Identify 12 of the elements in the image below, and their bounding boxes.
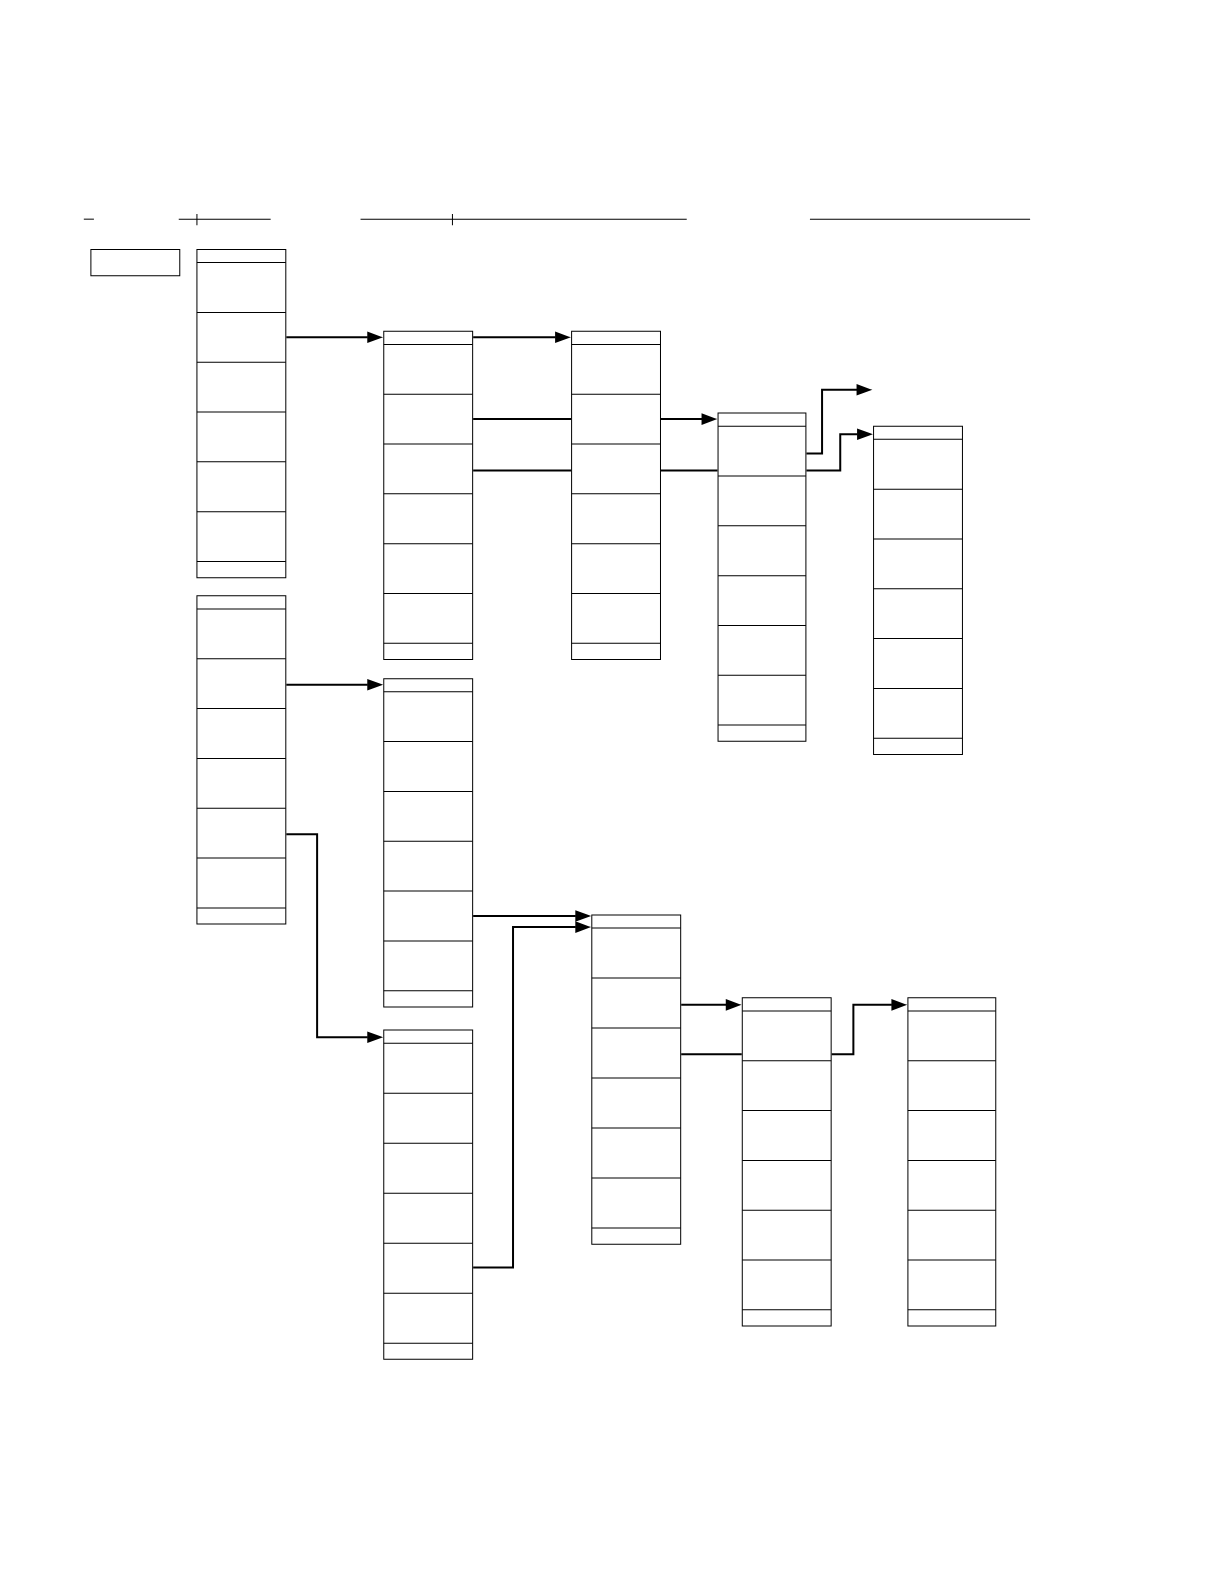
table-box [873,425,963,755]
table-box [717,412,807,742]
table-box [741,997,832,1327]
table-box [196,248,287,579]
table-box [383,330,474,660]
table-box [383,678,474,1008]
table-box [907,997,997,1327]
table-box [383,1029,474,1360]
table-box [196,595,287,925]
table-box [591,914,682,1245]
table-box [571,330,661,660]
box [90,248,181,277]
